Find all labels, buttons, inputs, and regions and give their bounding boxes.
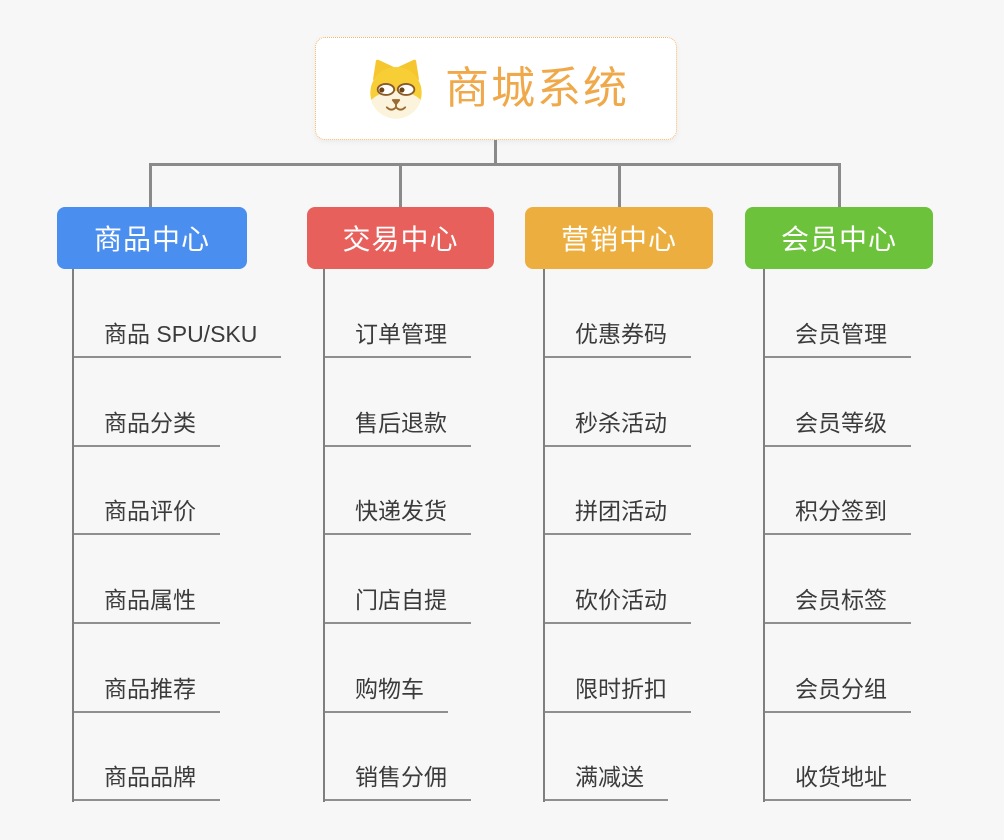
leaf-node[interactable]: 会员分组 <box>765 673 911 713</box>
root-title: 商城系统 <box>445 63 629 113</box>
leaf-node[interactable]: 商品品牌 <box>74 761 220 802</box>
leaf-node[interactable]: 会员管理 <box>765 318 911 358</box>
leaf-node[interactable]: 商品评价 <box>74 495 220 536</box>
branch-box-marketing-center[interactable]: 营销中心 <box>525 207 713 269</box>
leaf-node[interactable]: 积分签到 <box>765 495 911 536</box>
leaf-node[interactable]: 优惠券码 <box>545 318 691 358</box>
leaf-node[interactable]: 拼团活动 <box>545 495 691 536</box>
leaf-node[interactable]: 商品分类 <box>74 407 220 447</box>
branch-label: 商品中心 <box>93 224 210 255</box>
branch-box-trade-center[interactable]: 交易中心 <box>307 207 494 269</box>
leaf-node[interactable]: 限时折扣 <box>545 673 691 713</box>
leaf-node[interactable]: 门店自提 <box>325 584 471 625</box>
leaf-node[interactable]: 秒杀活动 <box>545 407 691 447</box>
branch-label: 营销中心 <box>560 224 677 255</box>
leaf-node[interactable]: 订单管理 <box>325 318 471 358</box>
leaf-column-member: 会员管理 会员等级 积分签到 会员标签 会员分组 收货地址 <box>763 269 911 802</box>
connector-root-drop <box>494 140 497 164</box>
branch-label: 会员中心 <box>780 224 897 255</box>
leaf-node[interactable]: 购物车 <box>325 673 448 713</box>
leaf-node[interactable]: 售后退款 <box>325 407 471 447</box>
branch-box-member-center[interactable]: 会员中心 <box>745 207 933 269</box>
leaf-column-trade: 订单管理 售后退款 快递发货 门店自提 购物车 销售分佣 <box>323 269 471 802</box>
connector-drop-trade <box>399 163 402 207</box>
leaf-node[interactable]: 商品 SPU/SKU <box>74 318 282 358</box>
leaf-node[interactable]: 销售分佣 <box>325 761 471 802</box>
leaf-node[interactable]: 会员等级 <box>765 407 911 447</box>
leaf-node[interactable]: 会员标签 <box>765 584 911 625</box>
dog-face-icon <box>370 59 422 118</box>
leaf-column-marketing: 优惠券码 秒杀活动 拼团活动 砍价活动 限时折扣 满减送 <box>543 269 691 802</box>
branch-label: 交易中心 <box>342 224 459 255</box>
leaf-node[interactable]: 满减送 <box>545 761 668 802</box>
root-node-mall-system[interactable]: 商城系统 <box>315 37 677 140</box>
connector-bus <box>149 163 840 166</box>
leaf-node[interactable]: 收货地址 <box>765 761 911 802</box>
leaf-node[interactable]: 砍价活动 <box>545 584 691 625</box>
connector-drop-product <box>149 163 152 207</box>
leaf-node[interactable]: 商品属性 <box>74 584 220 625</box>
leaf-node[interactable]: 商品推荐 <box>74 673 220 713</box>
branch-box-product-center[interactable]: 商品中心 <box>57 207 247 269</box>
leaf-column-product: 商品 SPU/SKU 商品分类 商品评价 商品属性 商品推荐 商品品牌 <box>72 269 282 802</box>
connector-drop-marketing <box>618 163 621 207</box>
connector-drop-member <box>838 163 841 207</box>
leaf-node[interactable]: 快递发货 <box>325 495 471 536</box>
